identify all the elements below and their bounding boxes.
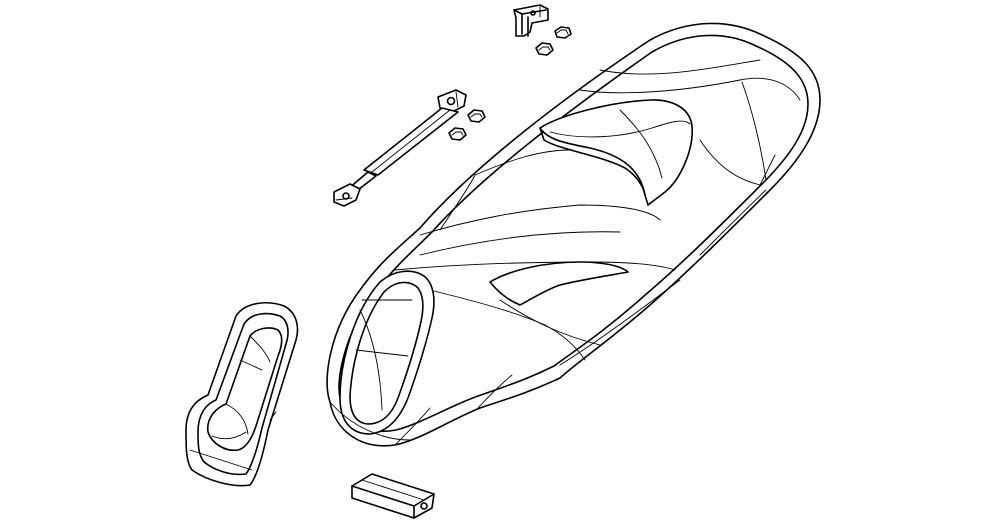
nut-1: [554, 26, 572, 39]
nut-3: [467, 109, 486, 123]
backrest-pad: [189, 327, 283, 471]
hinge-block: [351, 473, 435, 519]
nut-2: [535, 42, 554, 56]
seat: [326, 22, 821, 447]
nut-4: [448, 127, 467, 141]
gas-strut: [333, 89, 467, 207]
seat-bracket: [513, 4, 549, 37]
